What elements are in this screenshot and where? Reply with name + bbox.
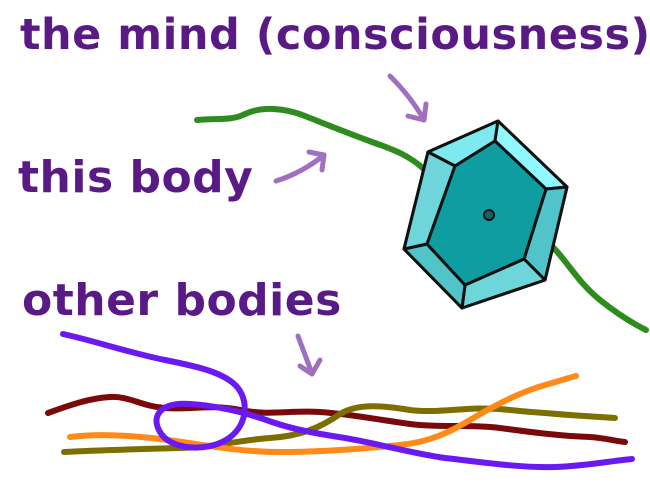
- strand-darkred: [45, 393, 628, 445]
- this-body-arrow: [273, 149, 327, 184]
- other-bodies-arrow: [295, 333, 323, 377]
- other-bodies-strands: [45, 331, 635, 471]
- mind-arrow: [387, 73, 429, 123]
- mind-gem: [402, 119, 569, 310]
- strand-purple: [60, 331, 635, 471]
- annotation-arrows: [273, 73, 429, 377]
- mind-label: the mind (consciousness): [20, 10, 650, 60]
- this-body-label: this body: [18, 152, 254, 203]
- other-bodies-label: other bodies: [22, 275, 342, 326]
